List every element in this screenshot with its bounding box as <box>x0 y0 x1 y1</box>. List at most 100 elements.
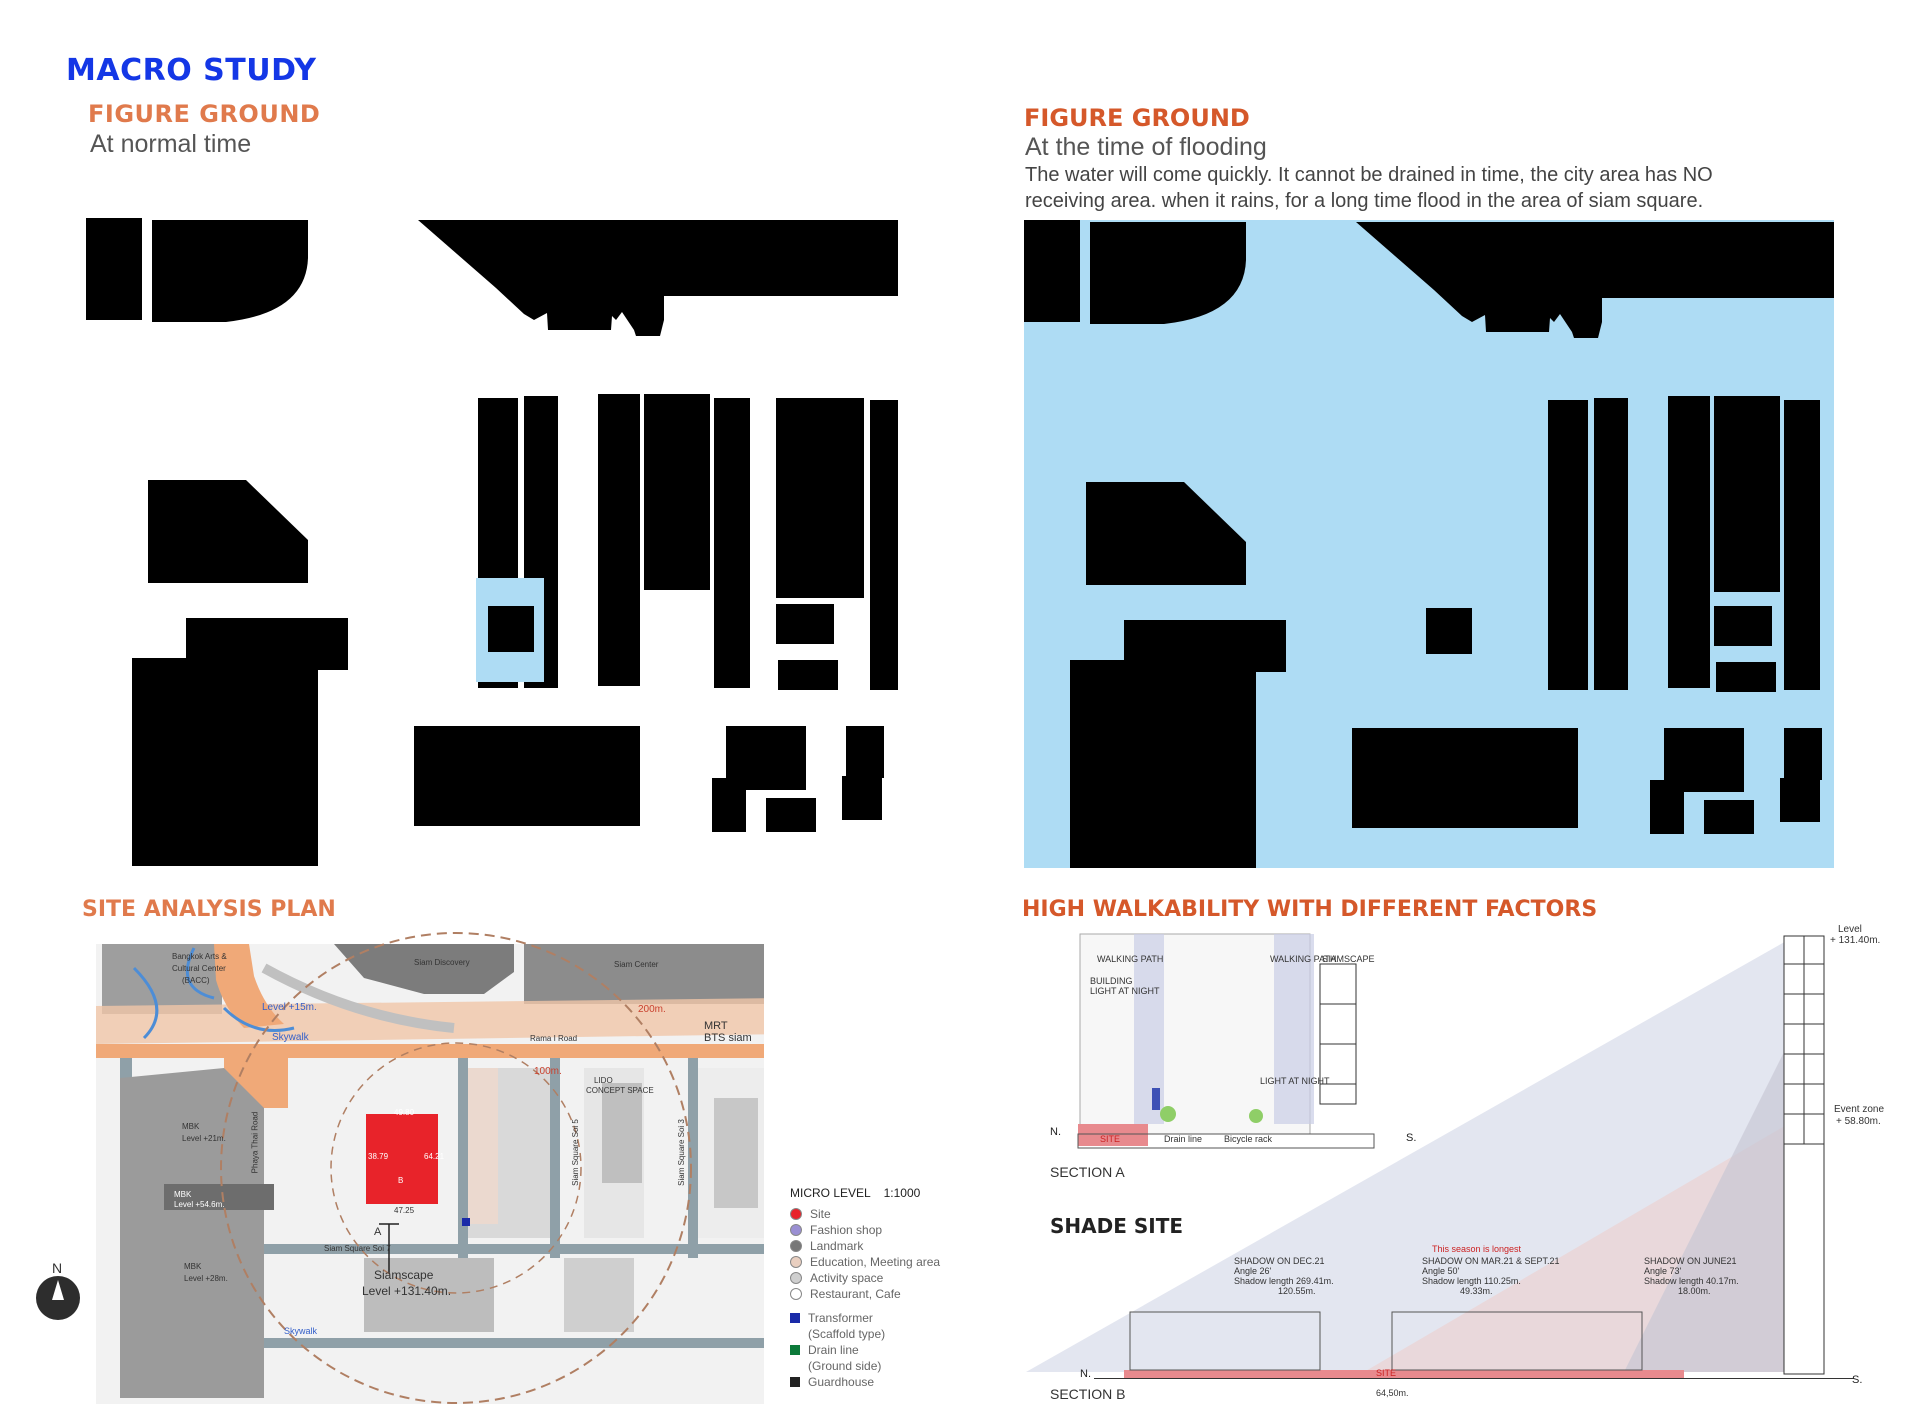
walkability-title: HIGH WALKABILITY WITH DIFFERENT FACTORS <box>1022 897 1598 922</box>
building <box>1704 800 1754 834</box>
building <box>1548 400 1588 690</box>
mbk-level-54 <box>164 1184 274 1210</box>
rama-i-road <box>96 1044 764 1058</box>
legend-item: Activity space <box>790 1270 960 1286</box>
legend-swatch <box>790 1361 800 1371</box>
outline-building-2 <box>1391 1311 1643 1371</box>
figure-ground-normal-title: FIGURE GROUND <box>88 100 321 128</box>
drain-line-label: Drain line <box>1164 1134 1203 1144</box>
building <box>1650 780 1684 834</box>
event-zone-value: + 58.80m. <box>1836 1116 1881 1127</box>
legend-label: Transformer <box>808 1311 873 1325</box>
legend-item: Education, Meeting area <box>790 1254 960 1270</box>
legend-item: Transformer <box>790 1310 960 1326</box>
legend-label: Guardhouse <box>808 1375 875 1389</box>
legend-item: Site <box>790 1206 960 1222</box>
mbk-label-2: MBK <box>174 1190 192 1199</box>
building <box>1024 220 1080 322</box>
legend-item: Fashion shop <box>790 1222 960 1238</box>
building <box>776 604 834 644</box>
siam-center-label: Siam Center <box>614 960 659 969</box>
radius-100m <box>330 1042 582 1294</box>
legend-scale: 1:1000 <box>883 1186 921 1200</box>
site-building <box>1426 608 1472 654</box>
soi3-label: Siam Square Soi 3 <box>676 1119 686 1186</box>
siam-discovery-label: Siam Discovery <box>414 958 470 967</box>
legend-label: Activity space <box>810 1271 884 1285</box>
soi-road <box>458 1058 468 1258</box>
site-plan-svg <box>36 932 764 1404</box>
building-light-label-2: LIGHT AT NIGHT <box>1090 986 1160 996</box>
curved-road <box>261 963 455 1033</box>
mbk-block <box>120 1068 264 1398</box>
section-a-marker: A <box>374 1226 382 1238</box>
bts-label: BTS siam <box>704 1032 752 1044</box>
radius-200m <box>220 932 692 1404</box>
flood-description-line2: receiving area. when it rains, for a lon… <box>1025 190 1704 212</box>
figure-ground-normal-subtitle: At normal time <box>90 130 252 158</box>
legend-label: Fashion shop <box>810 1223 883 1237</box>
figure-ground-flood-subtitle: At the time of flooding <box>1025 133 1267 161</box>
building <box>414 726 640 826</box>
legend-item: Restaurant, Cafe <box>790 1286 960 1302</box>
walking-path-label-2: WALKING PATH <box>1270 954 1337 964</box>
radius-100m-label: 100m. <box>534 1066 562 1077</box>
legend-swatch <box>790 1313 800 1323</box>
siam-soi7-road <box>264 1244 764 1254</box>
shade-diagram-svg <box>1026 933 1854 1379</box>
block <box>714 1098 758 1208</box>
shadow-dec-angle: Angle 26' <box>1234 1266 1272 1276</box>
mbk-level-28-label: Level +28m. <box>184 1274 228 1283</box>
lido-label: LIDO <box>594 1076 613 1085</box>
site-dim-bottom: 47.25 <box>394 1206 415 1215</box>
longest-season-label: This season is longest <box>1432 1244 1522 1254</box>
building <box>846 726 884 778</box>
legend-item: Guardhouse <box>790 1374 960 1390</box>
mbk-level-54-label: Level +54.6m. <box>174 1200 225 1209</box>
mbk-label-1: MBK <box>182 1122 200 1131</box>
section-b-north: N. <box>1080 1368 1091 1380</box>
section-a-site <box>1078 1124 1148 1146</box>
siamscape-level-label: Level +131.40m. <box>362 1284 452 1298</box>
legend-swatch <box>790 1208 802 1220</box>
tower-level-value: + 131.40m. <box>1830 935 1881 946</box>
soi-road <box>688 1058 698 1258</box>
building <box>714 398 750 688</box>
siamscape-section-label: SIAMSCAPE <box>1322 954 1375 964</box>
figure-ground-flood-map <box>1024 220 1834 868</box>
mrt-label: MRT <box>704 1020 728 1032</box>
section-b-label: SECTION B <box>1050 1386 1126 1402</box>
shadow-dec-length-2: 120.55m. <box>1278 1286 1316 1296</box>
flood-description-line1: The water will come quickly. It cannot b… <box>1025 164 1713 186</box>
orange-ramp <box>214 944 284 1028</box>
shadow-mar-angle: Angle 50' <box>1422 1266 1460 1276</box>
legend-label: Restaurant, Cafe <box>810 1287 901 1301</box>
legend-swatch <box>790 1288 802 1300</box>
figure-ground-flood-svg <box>1024 220 1834 868</box>
building <box>418 220 898 336</box>
building <box>132 618 348 866</box>
rama-road-label: Rama I Road <box>530 1034 578 1043</box>
building <box>1716 662 1776 692</box>
site-dim-left: 38.79 <box>368 1152 389 1161</box>
building <box>712 778 746 832</box>
tower-level-label: Level <box>1838 924 1862 935</box>
figure-ground-normal-map <box>86 218 898 868</box>
bacc-label: Bangkok Arts & <box>172 952 227 961</box>
siam-discovery-block <box>334 944 514 994</box>
siamscape-block <box>364 1258 494 1332</box>
building <box>766 798 816 832</box>
site-building <box>488 606 534 652</box>
building <box>842 776 882 820</box>
building <box>1356 222 1834 338</box>
macro-study-title: MACRO STUDY <box>66 53 317 88</box>
site-analysis-plan: Bangkok Arts & Cultural Center (BACC) Si… <box>24 928 764 1406</box>
radius-200m-label: 200m. <box>638 1004 666 1015</box>
lido-label-2: CONCEPT SPACE <box>586 1086 654 1095</box>
legend-swatch <box>790 1256 802 1268</box>
legend-label: Landmark <box>810 1239 864 1253</box>
section-b-dimension: 64,50m. <box>1376 1388 1409 1398</box>
section-b-site-label: SITE <box>1376 1368 1397 1378</box>
